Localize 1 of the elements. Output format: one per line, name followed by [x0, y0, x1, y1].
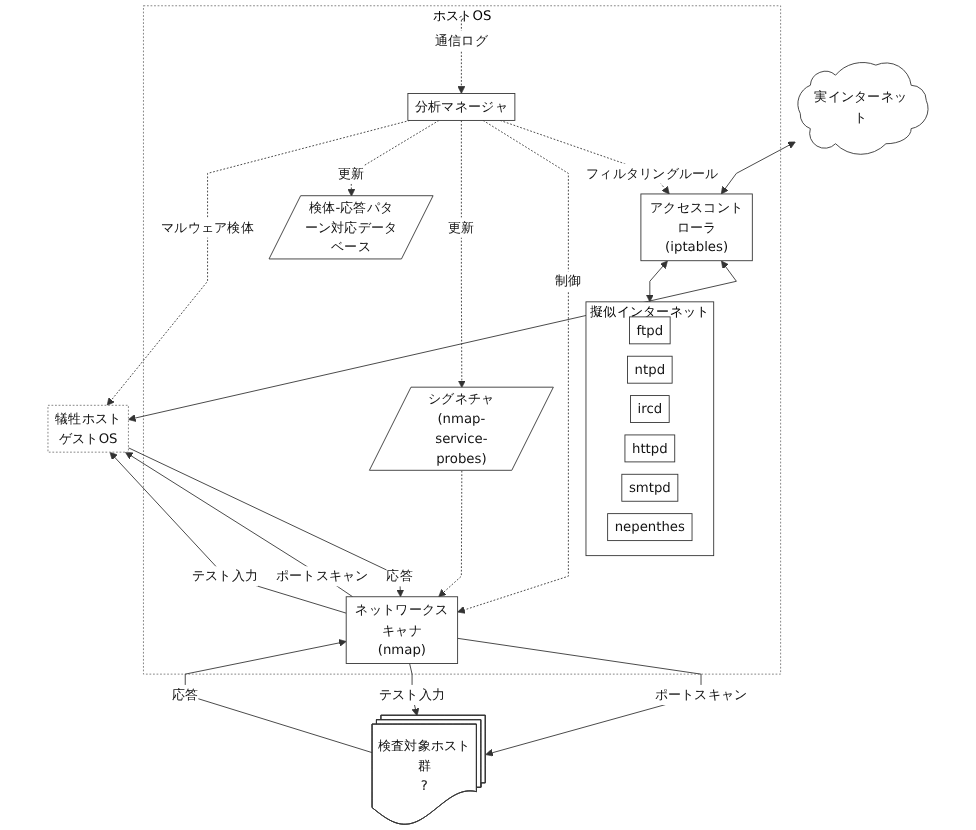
node-ellipse	[459, 15, 464, 21]
